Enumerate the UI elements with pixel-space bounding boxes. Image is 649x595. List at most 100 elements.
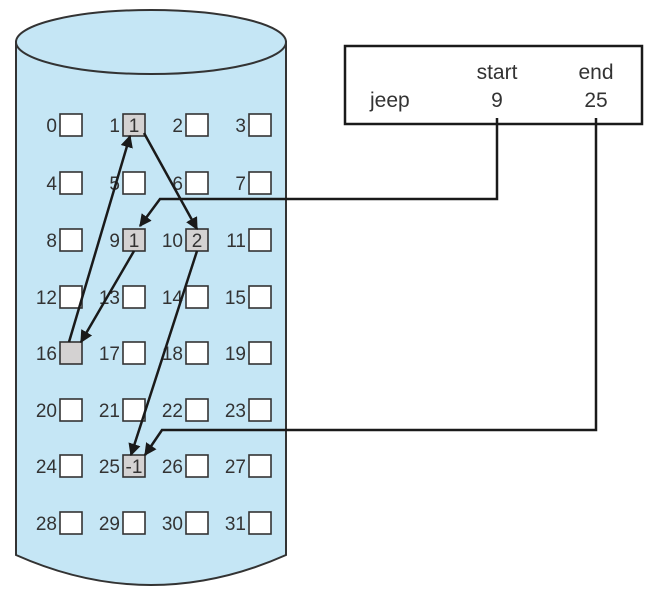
header-end: end (578, 61, 613, 84)
directory-pointers (138, 118, 598, 457)
block-number: 0 (46, 116, 57, 137)
block-next-pointer: 1 (129, 116, 140, 137)
disk-block: 31 (225, 511, 272, 535)
block-number: 21 (99, 401, 120, 422)
block-free (248, 454, 272, 478)
block-number: 17 (99, 344, 120, 365)
block-free (248, 341, 272, 365)
disk-block: 21 (99, 398, 146, 422)
block-free (59, 228, 83, 252)
block-number: 19 (225, 344, 246, 365)
block-free (59, 113, 83, 137)
disk-block: 18 (162, 341, 209, 365)
block-number: 25 (99, 457, 120, 478)
block-number: 28 (36, 514, 57, 535)
disk-block: 7 (235, 171, 272, 195)
block-number: 29 (99, 514, 120, 535)
block-number: 10 (162, 231, 183, 252)
chain-arrow (79, 250, 136, 344)
disk-block: 11 (226, 228, 272, 252)
block-free (122, 511, 146, 535)
block-free (248, 285, 272, 309)
cylinder-body (15, 41, 287, 586)
block-used (122, 113, 146, 137)
block-number: 4 (46, 174, 57, 195)
disk-block: 25 -1 (99, 454, 146, 478)
block-free (59, 398, 83, 422)
cylinder-top (15, 9, 287, 75)
block-number: 6 (172, 174, 183, 195)
block-number: 7 (235, 174, 246, 195)
disk-block: 0 (46, 113, 83, 137)
disk-block: 30 (162, 511, 209, 535)
disk-block: 8 (46, 228, 83, 252)
block-number: 23 (225, 401, 246, 422)
block-number: 15 (225, 288, 246, 309)
disk-block: 22 (162, 398, 209, 422)
block-free (185, 398, 209, 422)
disk-block: 17 (99, 341, 146, 365)
block-number: 26 (162, 457, 183, 478)
entry-start-value: 9 (491, 89, 503, 112)
disk-block: 26 (162, 454, 209, 478)
block-free (59, 454, 83, 478)
disk-block: 29 (99, 511, 146, 535)
disk-block: 27 (225, 454, 272, 478)
block-chain (67, 132, 199, 457)
block-number: 9 (109, 231, 120, 252)
disk-block: 6 (172, 171, 209, 195)
block-number: 20 (36, 401, 57, 422)
block-free (59, 511, 83, 535)
block-free (59, 171, 83, 195)
block-number: 31 (225, 514, 246, 535)
block-free (248, 113, 272, 137)
disk-cylinder (15, 9, 287, 586)
block-next-pointer: 1 (129, 231, 140, 252)
block-next-pointer: 2 (192, 231, 203, 252)
disk-block: 19 (225, 341, 272, 365)
chain-arrow (142, 132, 199, 231)
block-number: 3 (235, 116, 246, 137)
block-number: 16 (36, 344, 57, 365)
block-free (122, 285, 146, 309)
block-number: 12 (36, 288, 57, 309)
directory-table: start end jeep 9 25 (343, 44, 644, 126)
block-number: 1 (109, 116, 120, 137)
block-free (185, 285, 209, 309)
disk-block: 2 (172, 113, 209, 137)
block-number: 18 (162, 344, 183, 365)
block-number: 27 (225, 457, 246, 478)
disk-block: 14 (162, 285, 209, 309)
entry-file-name: jeep (369, 89, 410, 112)
disk-block: 4 (46, 171, 83, 195)
disk-block: 24 (36, 454, 83, 478)
block-number: 14 (162, 288, 184, 309)
block-free (248, 511, 272, 535)
block-free (185, 113, 209, 137)
disk-block: 12 (36, 285, 83, 309)
block-free (248, 171, 272, 195)
block-free (185, 171, 209, 195)
block-free (248, 398, 272, 422)
start-pointer (138, 118, 499, 228)
disk-block: 16 (36, 341, 83, 365)
block-free (122, 398, 146, 422)
block-free (248, 228, 272, 252)
block-number: 2 (172, 116, 183, 137)
disk-block: 15 (225, 285, 272, 309)
block-number: 8 (46, 231, 57, 252)
end-pointer (143, 118, 598, 457)
chain-arrow (67, 134, 133, 343)
disk-block: 3 (235, 113, 272, 137)
header-start: start (477, 61, 518, 84)
block-free (185, 454, 209, 478)
block-free (185, 511, 209, 535)
directory-box (343, 44, 644, 126)
block-free (59, 285, 83, 309)
disk-block: 13 (99, 285, 146, 309)
block-next-pointer: -1 (126, 457, 143, 478)
disk-block: 28 (36, 511, 83, 535)
